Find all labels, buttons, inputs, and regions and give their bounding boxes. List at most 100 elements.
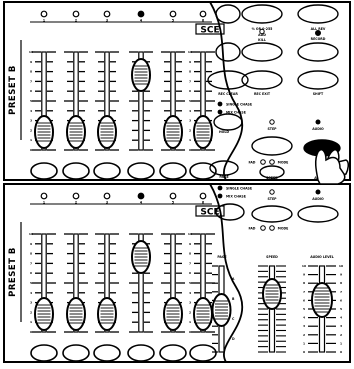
scale-number-left: 5	[30, 281, 32, 285]
control-button[interactable]	[241, 4, 283, 24]
mode-led	[217, 193, 223, 199]
audio-scale-number-right: 7	[340, 290, 342, 294]
channel-led	[169, 192, 177, 200]
panel-frame	[3, 183, 351, 363]
flash-button[interactable]	[93, 344, 121, 362]
preset-label: PRESET B	[8, 247, 18, 297]
kill-label: KILL	[258, 38, 266, 42]
step-button[interactable]	[251, 205, 293, 223]
page-letter: C	[232, 317, 235, 321]
fader-slot	[138, 51, 144, 151]
flash-button[interactable]	[30, 162, 58, 180]
flash-button[interactable]	[62, 162, 90, 180]
scale-number-right: 2	[189, 128, 191, 132]
scale-number-left: 4	[30, 291, 32, 295]
scale-number-left: 7	[30, 79, 32, 83]
step-led	[269, 189, 275, 195]
hand-pointer-icon	[314, 148, 346, 185]
audio-led	[315, 119, 321, 125]
channel-number: 4	[140, 201, 143, 205]
cut-line	[209, 183, 244, 363]
fader-slot	[200, 233, 206, 333]
channel-number: 2	[75, 19, 77, 23]
control-button[interactable]	[215, 4, 241, 24]
scale-number-left: 6	[30, 89, 32, 93]
scale-number-left: 1	[30, 320, 32, 324]
channel-number: 3	[106, 19, 108, 23]
mode-led-2	[269, 225, 275, 231]
scale-number-right: 4	[189, 291, 191, 295]
speed-label: SPEED	[266, 176, 278, 180]
scale-number-right: 8	[189, 70, 191, 74]
scale-number-right: 6	[189, 271, 191, 275]
control-button[interactable]	[297, 4, 339, 24]
channel-number: 1	[43, 19, 45, 23]
step-led	[269, 119, 275, 125]
fader-slot	[41, 233, 47, 333]
speed-button[interactable]	[259, 165, 285, 179]
flash-button[interactable]	[30, 344, 58, 362]
audio-scale-number: 4	[303, 316, 305, 320]
audio-scale-number-right: 3	[340, 324, 342, 328]
audio-label: AUDIO	[312, 127, 324, 131]
scale-number-right: 3	[189, 301, 191, 305]
scale-number-right: 0	[189, 148, 191, 152]
control-button[interactable]	[241, 42, 283, 62]
control-button[interactable]	[215, 42, 241, 62]
control-button-label: REC EXIT	[254, 92, 271, 96]
channel-number: 1	[43, 201, 45, 205]
mode-option: SINGLE CHASE	[226, 187, 252, 191]
step-label: STEP	[268, 197, 278, 201]
audio-scale-number-right: 2	[340, 333, 342, 337]
flash-button[interactable]	[62, 344, 90, 362]
page-fader-title: PAGE	[217, 255, 226, 259]
audio-scale-number: 8	[303, 281, 305, 285]
channel-number: 3	[106, 201, 108, 205]
channel-number: 5	[172, 19, 174, 23]
channel-led	[103, 10, 111, 18]
scale-number-right: 9	[189, 60, 191, 64]
mode-led-2	[269, 159, 275, 165]
flash-button[interactable]	[93, 162, 121, 180]
scale-number-left: 8	[30, 252, 32, 256]
page-button[interactable]	[209, 160, 239, 176]
scale-number-left: 8	[30, 70, 32, 74]
control-button[interactable]	[297, 70, 339, 90]
scale-number-left: 3	[30, 119, 32, 123]
audio-scale-number: 6	[303, 298, 305, 302]
hold-button[interactable]	[213, 113, 243, 131]
scale-number-left: 4	[30, 109, 32, 113]
control-button[interactable]	[297, 42, 339, 62]
channel-led	[40, 10, 48, 18]
flash-button[interactable]	[127, 162, 155, 180]
flash-button[interactable]	[127, 344, 155, 362]
control-button-label: ALL REV	[311, 27, 326, 31]
page-letter: B	[232, 297, 235, 301]
flash-button[interactable]	[159, 162, 187, 180]
channel-number: 2	[75, 201, 77, 205]
scale-number-left: 0	[30, 148, 32, 152]
scale-number-right: 8	[189, 252, 191, 256]
flash-button[interactable]	[189, 162, 217, 180]
add-led	[259, 28, 265, 35]
audio-scale-number-right: 8	[340, 281, 342, 285]
flash-button[interactable]	[159, 344, 187, 362]
control-button[interactable]	[241, 70, 283, 90]
fader-slot	[73, 233, 79, 333]
flash-button[interactable]	[189, 344, 217, 362]
channel-number: 5	[172, 201, 174, 205]
scale-number-right: 6	[189, 89, 191, 93]
channel-led	[169, 10, 177, 18]
step-button[interactable]	[251, 136, 293, 156]
hold-button[interactable]	[215, 203, 245, 221]
control-button[interactable]	[207, 70, 249, 90]
audio-button[interactable]	[297, 205, 339, 223]
scale-number-right: 10	[188, 232, 192, 236]
scale-number-right: 0	[189, 330, 191, 334]
audio-scale-number: 7	[303, 290, 305, 294]
page-label: PAGE	[219, 175, 228, 179]
preset-label: PRESET B	[8, 65, 18, 115]
